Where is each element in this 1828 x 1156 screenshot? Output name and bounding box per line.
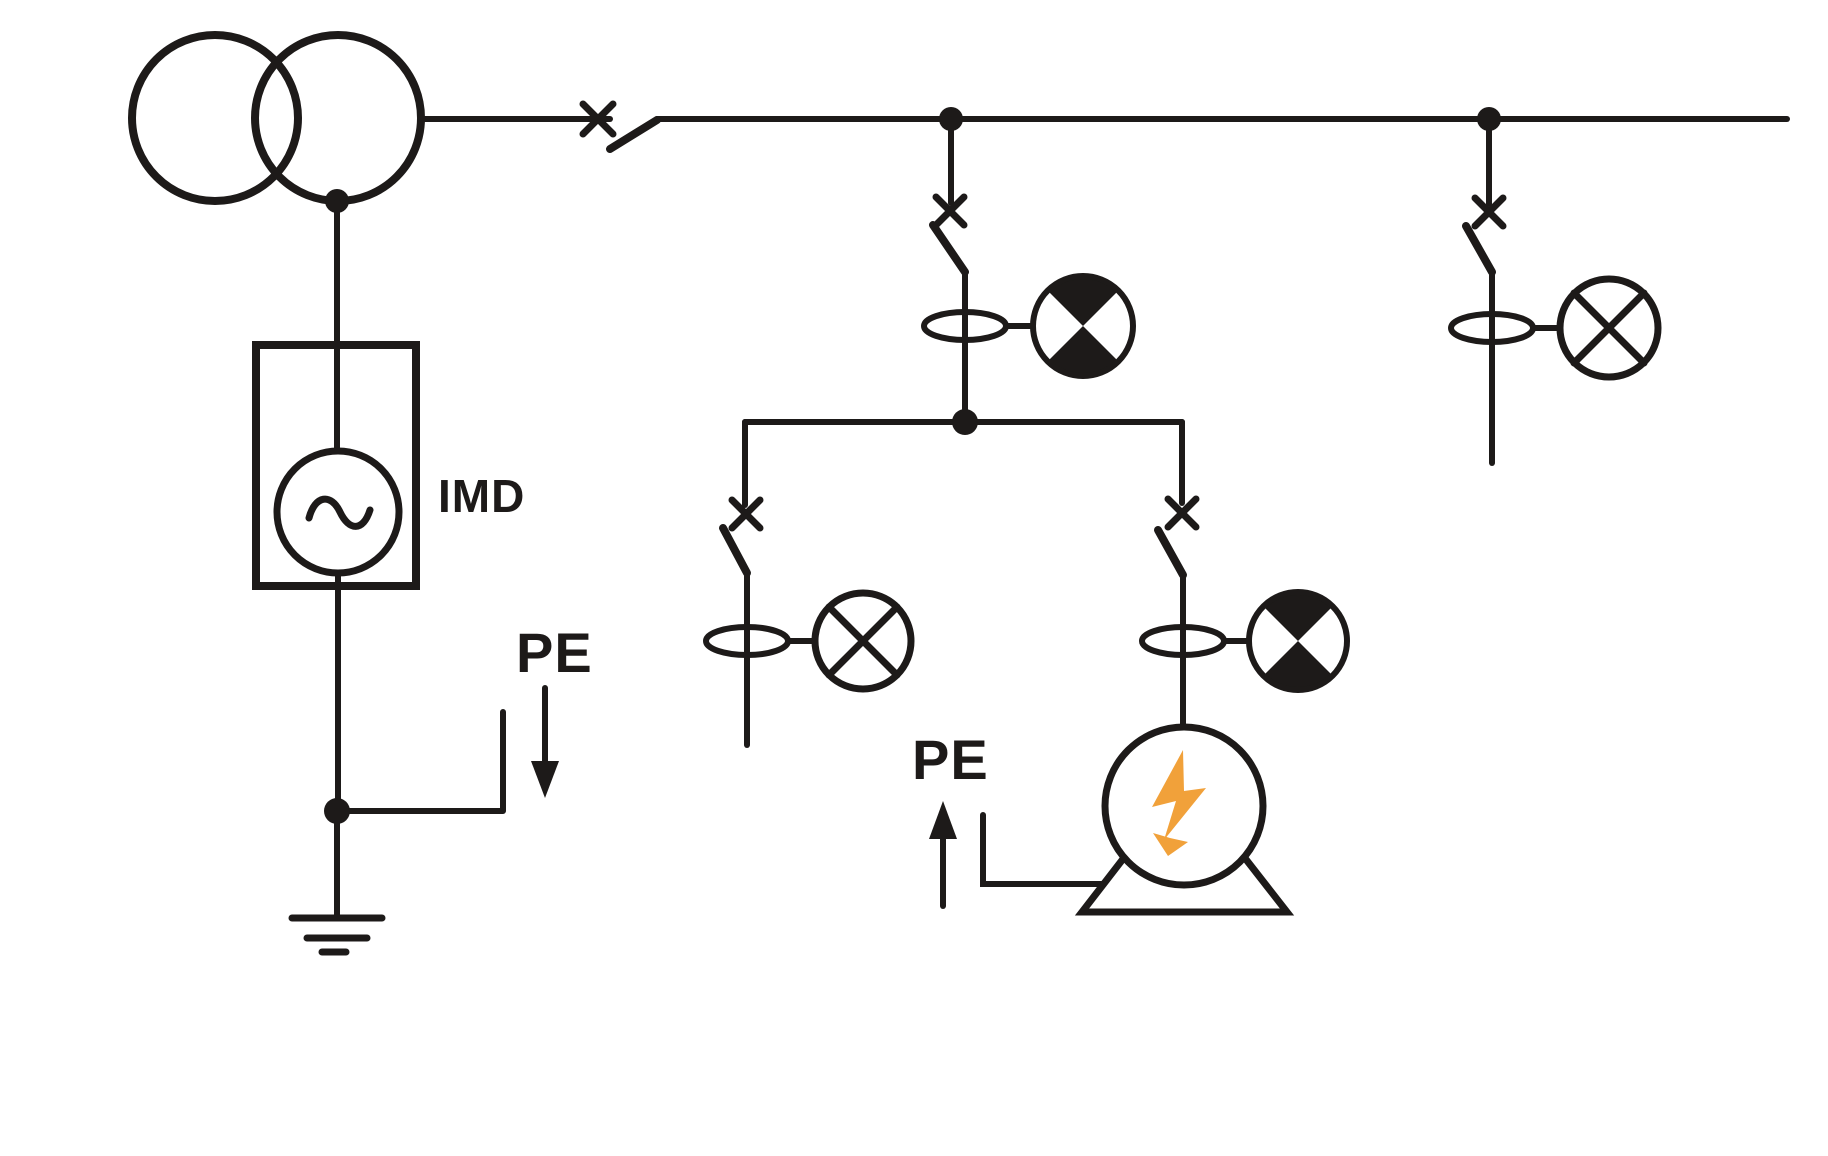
arrow-head <box>929 801 957 839</box>
earth-ground-icon <box>288 808 386 956</box>
imd-label: IMD <box>438 470 525 522</box>
lamp-cross-icon <box>825 603 901 679</box>
breaker-x-icon <box>1164 495 1200 531</box>
pe-tap-left <box>334 709 506 814</box>
lamp-circle <box>811 589 915 693</box>
switch-blade <box>606 116 661 153</box>
motor-load-icon <box>1074 723 1295 916</box>
pe-down-arrow-icon <box>531 685 559 798</box>
transformer-secondary-winding <box>251 31 425 205</box>
switch-blade <box>929 221 969 276</box>
transformer-primary-winding <box>128 31 302 205</box>
meter-load-icon <box>1246 589 1350 693</box>
switch-blade <box>719 524 751 577</box>
feeder-disconnect-switch-icon <box>1154 495 1200 579</box>
feeder-disconnect-switch-icon <box>1462 194 1507 276</box>
pe-conductor-left <box>334 709 506 814</box>
meter-circle <box>1030 273 1136 379</box>
lightning-bolt-icon <box>1152 750 1206 840</box>
switch-blade <box>1154 526 1187 579</box>
lamp-circle <box>1556 275 1662 381</box>
bus-disconnect-switch-icon <box>579 100 661 153</box>
meter-circle <box>1246 589 1350 693</box>
lamp-cross-icon <box>1570 289 1648 367</box>
switch-blade <box>1462 222 1496 276</box>
meter-bottom-sector <box>1048 326 1118 376</box>
pe-label-left: PE <box>516 621 593 684</box>
breaker-x-icon <box>1471 194 1507 230</box>
breaker-x-icon <box>932 193 968 229</box>
meter-top-sector <box>1263 591 1333 641</box>
lightning-bolt-arrowhead-icon <box>1153 833 1188 856</box>
breaker-x-icon <box>728 496 764 532</box>
lamp-load-icon <box>1556 275 1662 381</box>
pe-label-middle: PE <box>912 728 989 791</box>
meter-load-icon <box>1030 273 1136 379</box>
meter-top-sector <box>1048 276 1118 326</box>
junction-dot <box>952 409 978 435</box>
pe-conductor-motor <box>980 812 1107 887</box>
feeder-disconnect-switch-icon <box>719 496 764 577</box>
pe-up-arrow-icon <box>929 801 957 909</box>
transformer-icon <box>128 31 425 205</box>
lamp-load-icon <box>811 589 915 693</box>
arrow-head <box>531 761 559 798</box>
feeder-disconnect-switch-icon <box>929 193 969 276</box>
breaker-x-icon <box>579 100 617 138</box>
sine-wave-icon <box>305 495 374 530</box>
meter-bottom-sector <box>1263 641 1333 691</box>
